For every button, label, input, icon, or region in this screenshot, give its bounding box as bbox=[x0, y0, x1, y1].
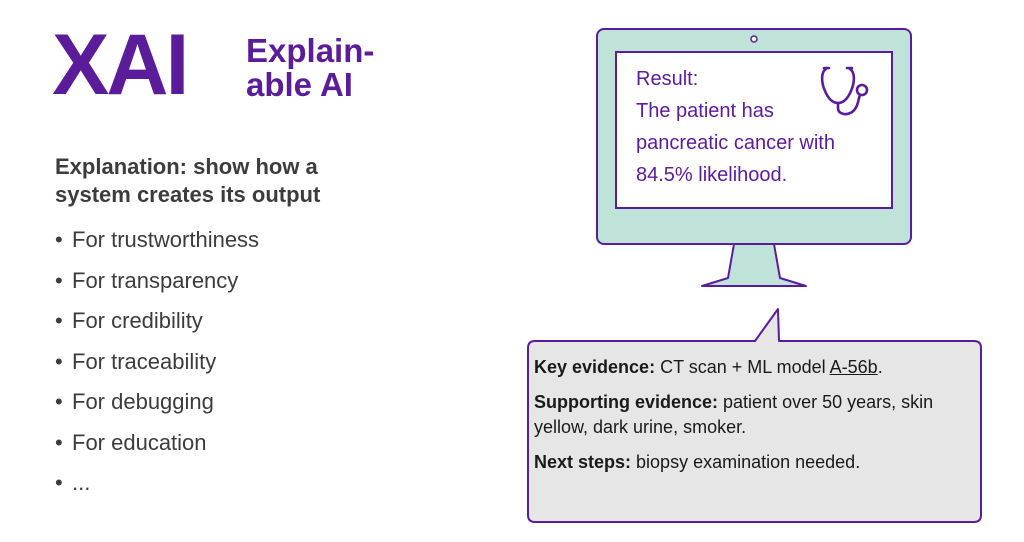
list-item: •For trustworthiness bbox=[55, 227, 260, 252]
logo-subtitle: Explain- able AI bbox=[246, 34, 416, 102]
result-line1: The patient has bbox=[636, 100, 774, 122]
stethoscope-icon bbox=[820, 66, 869, 116]
result-line2: pancreatic cancer with bbox=[636, 132, 835, 154]
monitor-screen bbox=[615, 51, 893, 209]
evidence-callout bbox=[527, 308, 982, 523]
heading-line2: system creates its output bbox=[55, 182, 321, 207]
result-text: Result: The patient has pancreatic cance… bbox=[636, 63, 886, 191]
logo-subtitle-line1: Explain- bbox=[246, 32, 375, 69]
result-label: Result: bbox=[636, 68, 699, 90]
list-item: •For credibility bbox=[55, 308, 203, 333]
supporting-evidence: Supporting evidence: patient over 50 yea… bbox=[534, 392, 934, 437]
xai-logo: XAI bbox=[52, 17, 189, 113]
key-evidence: Key evidence: CT scan + ML model A-56b. bbox=[534, 357, 883, 377]
model-link[interactable]: A-56b bbox=[829, 357, 878, 377]
logo-subtitle-line2: able AI bbox=[246, 66, 353, 103]
list-item: •For debugging bbox=[55, 389, 214, 414]
list-item: •For education bbox=[55, 429, 207, 455]
heading-line1: Explanation: show how a bbox=[55, 154, 318, 179]
camera-dot bbox=[750, 35, 758, 43]
list-item: •... bbox=[55, 470, 91, 495]
list-item: •For transparency bbox=[55, 267, 239, 293]
reasons-list: •For trustworthiness •For transparency •… bbox=[55, 220, 259, 504]
result-line3: 84.5% likelihood. bbox=[636, 164, 788, 186]
evidence-panel: Key evidence: CT scan + ML model A-56b. … bbox=[534, 355, 974, 485]
next-steps: Next steps: biopsy examination needed. bbox=[534, 452, 861, 472]
explanation-heading: Explanation: show how a system creates i… bbox=[55, 153, 415, 209]
list-item: •For traceability bbox=[55, 348, 217, 374]
monitor-stand bbox=[701, 243, 807, 287]
